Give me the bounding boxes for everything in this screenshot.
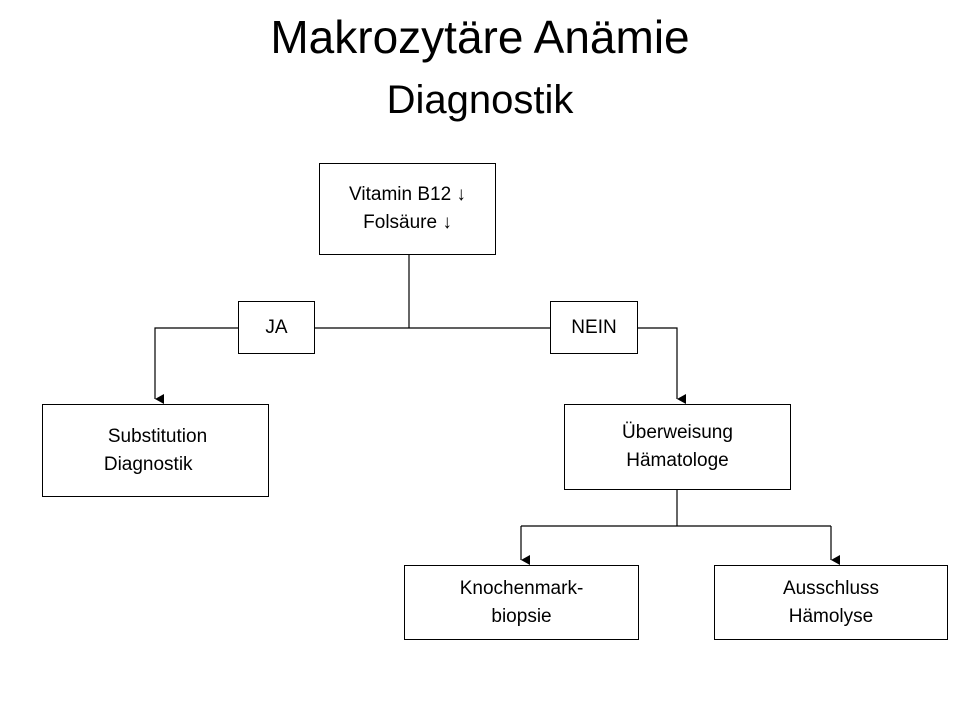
node-ja: JA	[238, 301, 315, 354]
node-substitution: Substitution Diagnostik	[42, 404, 269, 497]
node-nein-label: NEIN	[571, 316, 617, 338]
connector-nein-to-ueberweisung	[638, 327, 686, 404]
node-nein: NEIN	[550, 301, 638, 354]
node-substitution-line2: Diagnostik	[103, 453, 193, 475]
diagram-subtitle: Diagnostik	[386, 78, 574, 122]
node-ausschluss: Ausschluss Hämolyse	[714, 565, 948, 640]
node-knochenmark-line2: biopsie	[491, 605, 552, 627]
diagram-title: Makrozytäre Anämie	[270, 11, 690, 63]
node-vitamin-line2: Folsäure ↓	[363, 212, 452, 233]
node-ja-label: JA	[265, 316, 288, 338]
node-vitamin-line1: Vitamin B12 ↓	[349, 184, 466, 205]
node-ausschluss-line1: Ausschluss	[782, 577, 880, 599]
node-ueberweisung-line1: Überweisung	[622, 422, 733, 443]
connector-ja-to-substitution	[154, 327, 238, 404]
node-knochenmark-line1: Knochenmark-	[459, 577, 584, 599]
node-ueberweisung-line2: Hämatologe	[626, 450, 729, 471]
node-vitamin-folsaeure: Vitamin B12 ↓ Folsäure ↓	[319, 163, 496, 255]
node-ueberweisung: Überweisung Hämatologe	[564, 404, 791, 490]
node-knochenmark: Knochenmark- biopsie	[404, 565, 639, 640]
node-ausschluss-line2: Hämolyse	[788, 605, 874, 627]
node-substitution-line1: Substitution	[107, 425, 208, 447]
